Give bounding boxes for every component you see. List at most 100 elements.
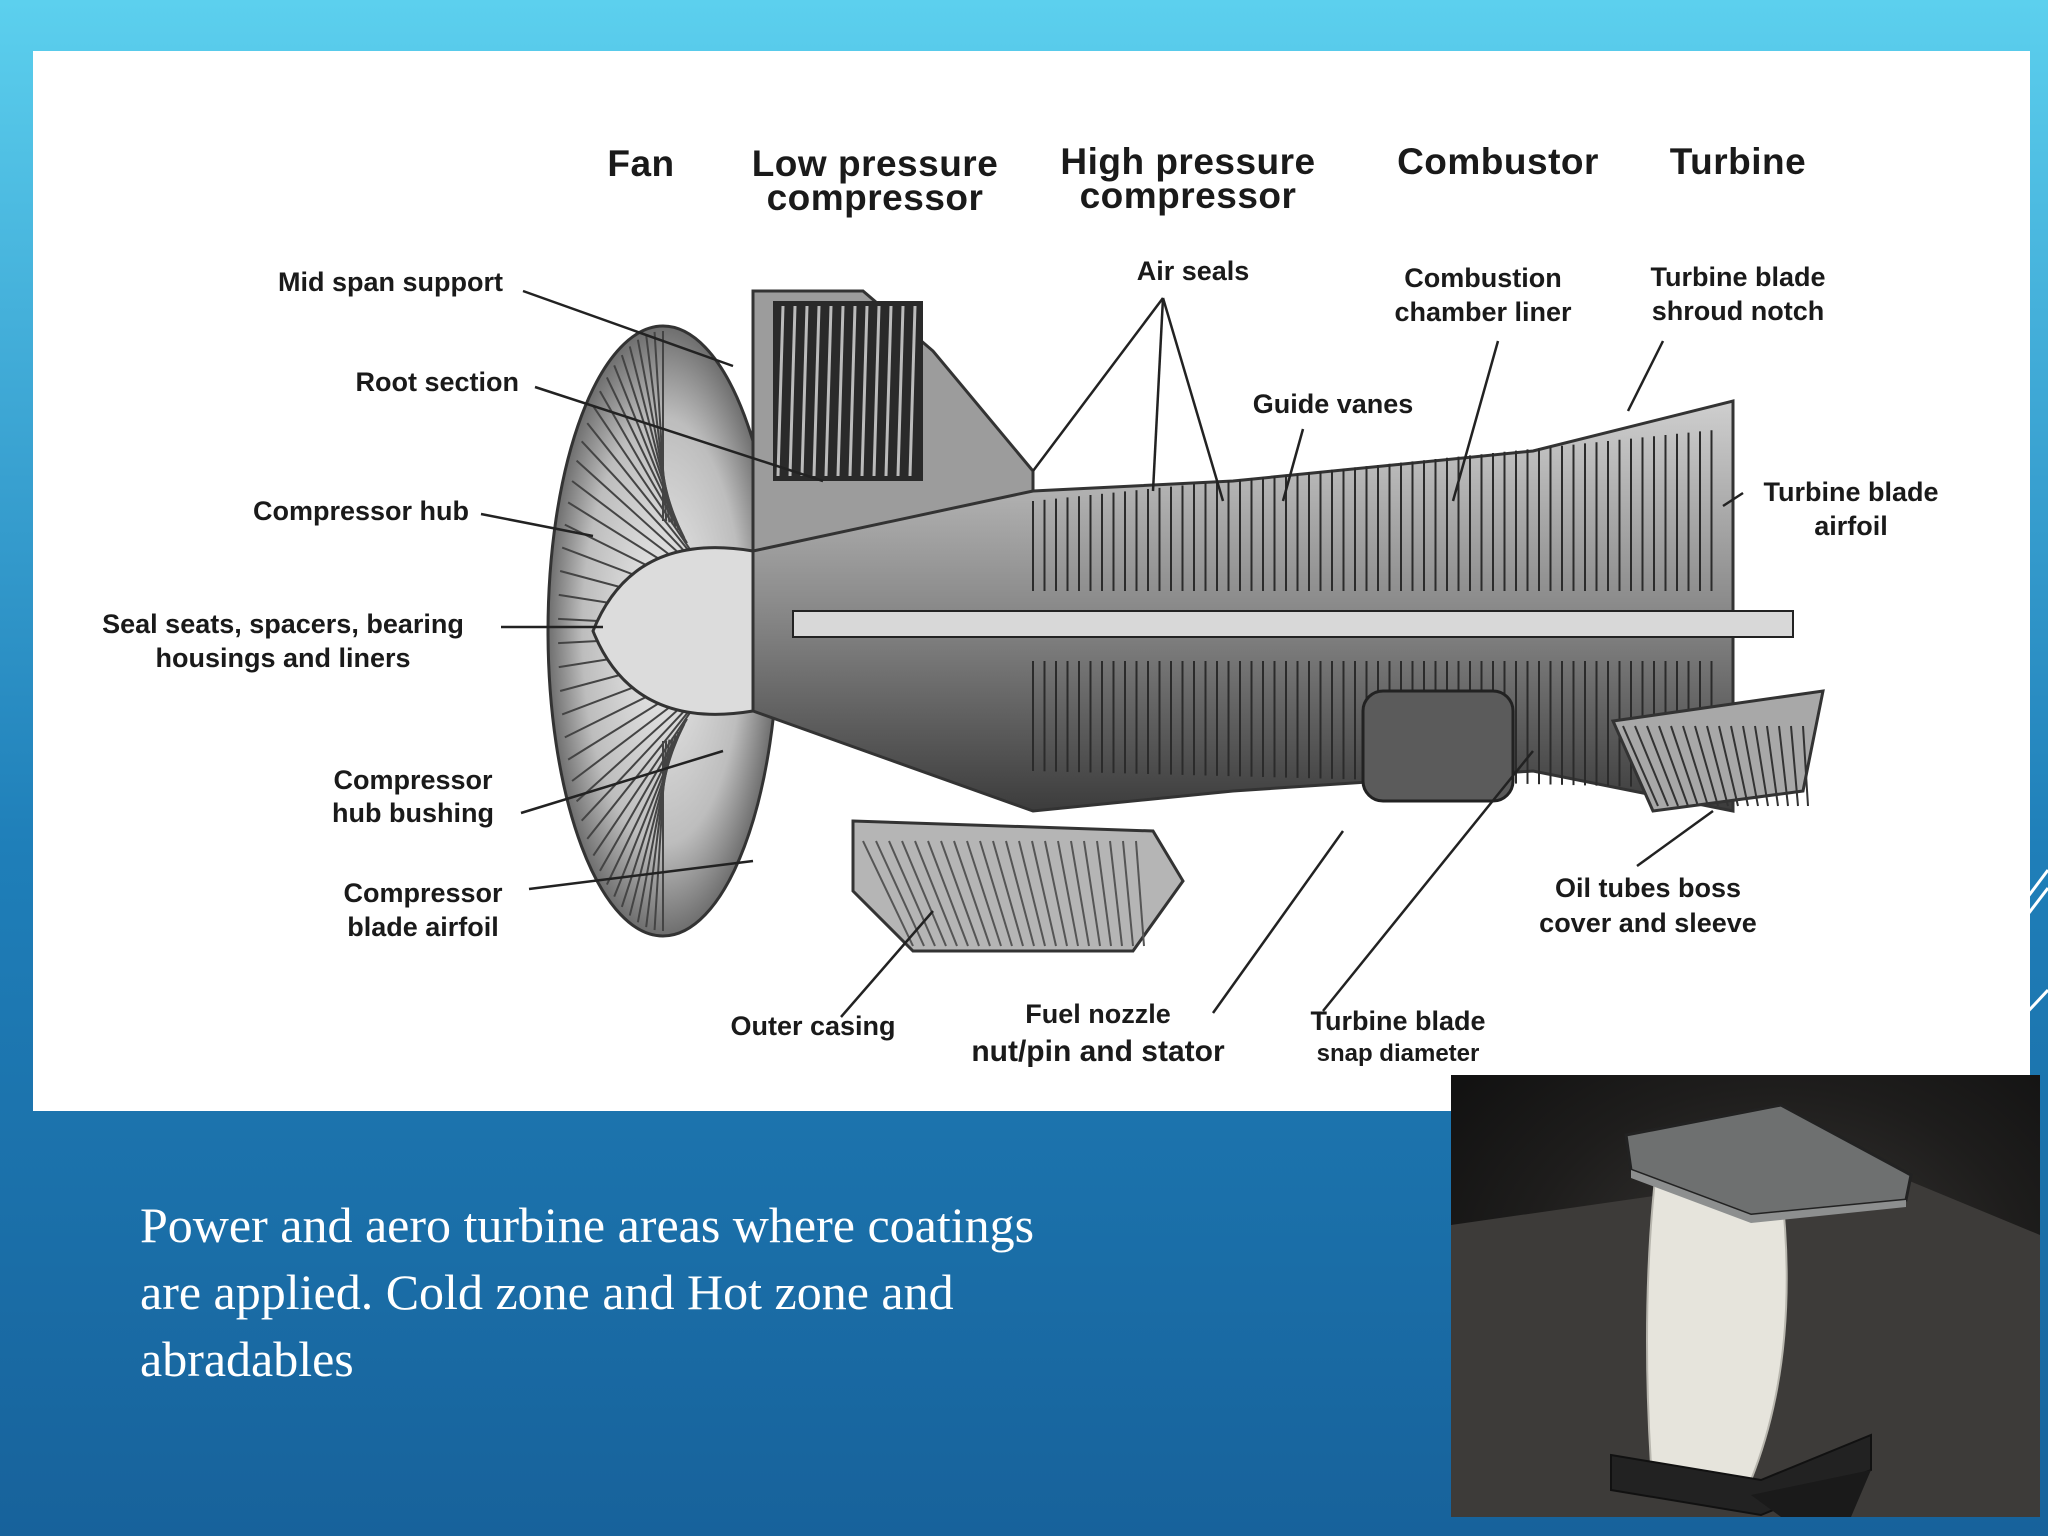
turbine-blade-model: [1451, 1103, 2040, 1517]
blade-shroud-edge: [1631, 1170, 1906, 1223]
casing-line: [1005, 840, 1035, 947]
label-seal-seats-line1: Seal seats, spacers, bearing: [102, 609, 464, 639]
label-compressor-hub-bushing-line2: hub bushing: [332, 798, 494, 828]
label-seal-seats-line2: housings and liners: [155, 643, 411, 673]
turbine-fin-line: [1802, 725, 1809, 807]
fan-blade-line: [605, 377, 686, 539]
label-turbine-blade-snap-line2: snap diameter: [1316, 1040, 1480, 1067]
lp-vane-line: [908, 305, 917, 477]
fan-blade-line: [592, 712, 691, 857]
lp-vane-line: [896, 305, 905, 477]
corner-decoration: [2018, 869, 2048, 1022]
fan-blade-line: [613, 364, 683, 534]
turbine-fin-line: [1658, 725, 1689, 807]
main-shaft: [792, 610, 1794, 638]
turbine-fin-line: [1706, 725, 1729, 807]
casing-line: [901, 840, 947, 947]
fan-blade-line: [580, 699, 695, 822]
header-fan: Fan: [607, 143, 675, 184]
label-turbine-blade-airfoil-line2: airfoil: [1814, 511, 1888, 541]
casing-line: [1044, 840, 1068, 947]
fan-blade-line: [586, 706, 693, 840]
label-turbine-blade-snap-line1: Turbine blade: [1310, 1006, 1486, 1036]
label-combustion-liner-line2: chamber liner: [1394, 297, 1572, 327]
turbine-fin-line: [1766, 725, 1779, 807]
label-compressor-hub: Compressor hub: [252, 496, 469, 526]
label-guide-vanes: Guide vanes: [1252, 389, 1414, 419]
label-root-section: Root section: [355, 367, 519, 397]
caption-line2: are applied. Cold zone and Hot zone and: [140, 1264, 954, 1320]
combustor-can: [1361, 689, 1515, 803]
turbine-fin-line: [1694, 725, 1719, 807]
casing-line: [1135, 840, 1145, 947]
header-hp-compressor-line1: High pressure: [1060, 141, 1316, 182]
casing-line: [875, 840, 925, 947]
label-turbine-blade-airfoil-line1: Turbine blade: [1763, 477, 1939, 507]
casing-line: [1109, 840, 1123, 947]
turbine-fin-line: [1778, 725, 1789, 807]
caption-line3: abradables: [140, 1331, 354, 1387]
casing-line: [966, 840, 1002, 947]
label-shroud-notch-line1: Turbine blade: [1650, 262, 1826, 292]
turbine-fin-line: [1622, 725, 1659, 807]
lp-vane-line: [776, 305, 785, 477]
label-air-seals: Air seals: [1136, 256, 1250, 286]
turbine-fin-line: [1742, 725, 1759, 807]
lp-vane-line: [848, 305, 857, 477]
turbine-fin-line: [1790, 725, 1799, 807]
turbine-exhaust: [1610, 689, 1825, 813]
turbine-fin-line: [1646, 725, 1679, 807]
label-fuel-nozzle-line2: nut/pin and stator: [971, 1035, 1225, 1068]
engine-cutaway-illustration: [480, 289, 1825, 1018]
leader-lines: [480, 289, 1744, 1018]
fan-blade-line: [586, 422, 693, 556]
blade-root: [1751, 1470, 1871, 1517]
diagram-panel: Fan Low pressure compressor High pressur…: [33, 51, 2030, 1111]
label-compressor-blade-airfoil-line1: Compressor: [343, 878, 503, 908]
casing-line: [953, 840, 991, 947]
fan-blade-line: [653, 740, 668, 931]
turbine-fin-line: [1754, 725, 1769, 807]
fan-blade-line: [645, 739, 671, 928]
lp-vane-line: [788, 305, 797, 477]
lp-vane-line: [872, 305, 881, 477]
turbine-blade-photo: [1451, 1075, 2040, 1517]
casing-line: [1031, 840, 1057, 947]
casing-line: [1018, 840, 1046, 947]
lp-vane-line: [860, 305, 869, 477]
casing-line: [1096, 840, 1112, 947]
casing-line: [862, 840, 914, 947]
fan-blade-line: [580, 440, 695, 563]
header-lp-compressor-line2: compressor: [766, 177, 984, 218]
lp-vane-line: [800, 305, 809, 477]
label-combustion-liner-line1: Combustion: [1404, 263, 1562, 293]
label-fuel-nozzle-line1: Fuel nozzle: [1025, 999, 1171, 1029]
turbine-fin-line: [1682, 725, 1709, 807]
label-shroud-notch-line2: shroud notch: [1651, 296, 1825, 326]
label-outer-casing: Outer casing: [730, 1011, 896, 1041]
casing-line: [992, 840, 1024, 947]
lp-vane-line: [836, 305, 845, 477]
turbine-fin-line: [1730, 725, 1749, 807]
caption-line1: Power and aero turbine areas where coati…: [140, 1197, 1035, 1253]
lp-vane-line: [884, 305, 893, 477]
casing-line: [1070, 840, 1090, 947]
fan-blade-line: [592, 405, 691, 550]
turbine-fin-line: [1670, 725, 1699, 807]
casing-line: [1122, 840, 1134, 947]
casing-line: [1083, 840, 1101, 947]
label-mid-span-support: Mid span support: [278, 267, 503, 297]
caption: Power and aero turbine areas where coati…: [140, 1192, 1210, 1393]
fan-blade-line: [599, 390, 688, 544]
casing-line: [914, 840, 958, 947]
label-oil-tubes-line2: cover and sleeve: [1539, 908, 1757, 938]
fan-blade-line: [575, 692, 697, 803]
turbine-fin-line: [1634, 725, 1669, 807]
casing-line: [940, 840, 980, 947]
casing-line: [927, 840, 969, 947]
turbine-fin-line: [1718, 725, 1739, 807]
header-lp-compressor-line1: Low pressure: [751, 143, 999, 184]
lp-vane-line: [812, 305, 821, 477]
header-turbine: Turbine: [1669, 141, 1807, 182]
label-oil-tubes-line1: Oil tubes boss: [1554, 873, 1742, 903]
